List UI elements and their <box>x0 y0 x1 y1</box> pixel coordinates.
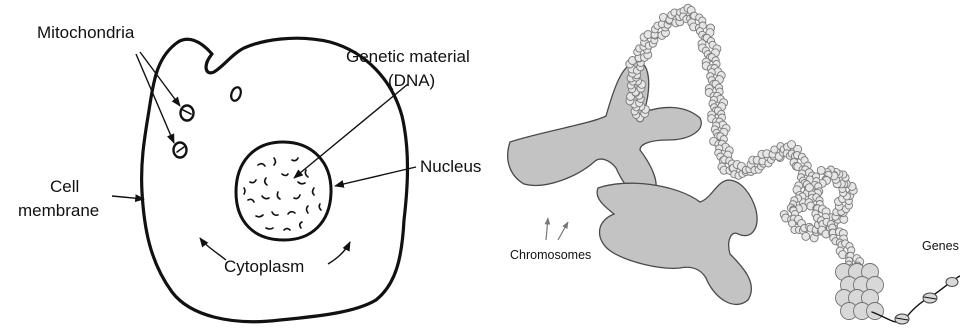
mitochondria-label: Mitochondria <box>37 23 135 42</box>
chromosome-arrows <box>546 218 568 240</box>
genetic-material-label: Genetic material <box>346 47 470 66</box>
mitochondria-group <box>174 86 243 158</box>
chromosome-diagram: Chromosomes Genes <box>508 4 960 324</box>
gene <box>923 293 937 303</box>
cell-diagram: Mitochondria Genetic material (DNA) Nucl… <box>18 23 481 322</box>
chromosome <box>508 62 702 198</box>
cell-label: Cell <box>50 177 79 196</box>
chromosome <box>597 180 757 304</box>
cytoplasm-label: Cytoplasm <box>224 257 304 276</box>
mitochondrion <box>174 143 187 158</box>
gene <box>946 278 958 287</box>
nucleosome-cluster <box>836 264 884 320</box>
nucleosome <box>867 303 884 320</box>
chromatin-bead <box>802 232 810 240</box>
leader-arrows <box>112 52 416 264</box>
chromosomes-label: Chromosomes <box>510 248 591 262</box>
nucleus <box>236 142 331 240</box>
mitochondrion <box>229 86 242 102</box>
genes-label: Genes <box>922 239 959 253</box>
nuclear-envelope <box>236 142 331 240</box>
dna-thread <box>872 276 960 324</box>
membrane-label: membrane <box>18 201 99 220</box>
dna-label: (DNA) <box>388 71 435 90</box>
cell-membrane-outline <box>142 38 408 321</box>
dna-strands <box>244 158 321 230</box>
mitochondrion <box>181 106 194 121</box>
nucleus-label: Nucleus <box>420 157 481 176</box>
gene <box>895 314 909 324</box>
